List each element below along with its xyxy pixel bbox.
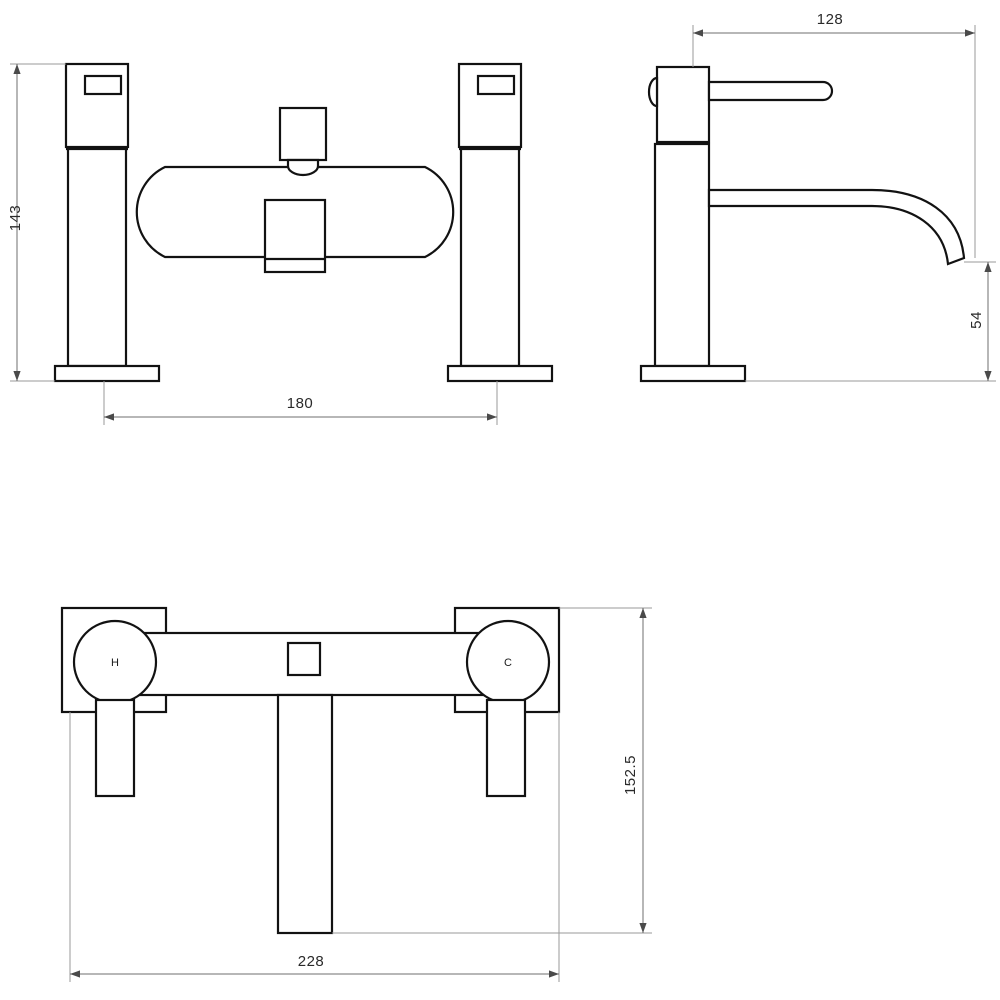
- front-left-handle-slot: [83, 74, 123, 96]
- dimension-depth-152-5: 152.5: [332, 607, 652, 934]
- dim-180-label: 180: [287, 395, 314, 412]
- dim-228-arrow-right: [549, 970, 559, 978]
- dim-143-arrow-top: [13, 64, 21, 74]
- dimension-spread-180: 180: [103, 381, 498, 425]
- dim-180-arrow-left: [104, 413, 114, 421]
- side-spout-curve: [707, 188, 966, 266]
- front-elevation-view: 143 180: [7, 62, 554, 425]
- dim-228-label: 228: [298, 953, 325, 970]
- dim-143-label: 143: [7, 205, 24, 232]
- front-spout-outlet: [263, 198, 327, 274]
- dim-180-arrow-right: [487, 413, 497, 421]
- plan-diverter-square: [286, 641, 322, 677]
- dim-128-arrow-right: [965, 29, 975, 37]
- plan-spout-body: [276, 693, 334, 935]
- dim-1525-label: 152.5: [622, 755, 639, 795]
- plan-view: H C 152.5: [60, 606, 652, 982]
- front-left-column: [66, 147, 128, 368]
- dim-54-arrow-top: [984, 262, 992, 272]
- front-right-column: [459, 147, 521, 368]
- front-diverter-knob: [278, 106, 328, 162]
- dimension-reach-128: 128: [692, 11, 976, 258]
- side-base-plate: [639, 364, 747, 383]
- side-body-column: [653, 142, 711, 368]
- dimension-spout-height-54: 54: [745, 261, 996, 382]
- plan-cold-handle-label: C: [504, 657, 512, 669]
- side-elevation-view: 128 54: [639, 11, 996, 383]
- dim-1525-arrow-bottom: [639, 923, 647, 933]
- side-cartridge-head: [655, 65, 711, 144]
- plan-hot-lever-arm: [94, 698, 136, 798]
- front-right-handle-slot: [476, 74, 516, 96]
- dim-54-arrow-bottom: [984, 371, 992, 381]
- dim-128-label: 128: [817, 11, 844, 28]
- dim-128-arrow-left: [693, 29, 703, 37]
- dim-228-arrow-left: [70, 970, 80, 978]
- plan-hot-handle-label: H: [111, 657, 119, 669]
- front-left-base-plate: [53, 364, 161, 383]
- side-cartridge-pivot: [647, 76, 659, 108]
- dim-1525-arrow-top: [639, 608, 647, 618]
- dimension-width-228: 228: [69, 712, 560, 982]
- side-lever-handle: [707, 80, 834, 102]
- front-right-base-plate: [446, 364, 554, 383]
- plan-cold-lever-arm: [485, 698, 527, 798]
- dimension-height-143: 143: [7, 63, 66, 382]
- dim-143-arrow-bottom: [13, 371, 21, 381]
- dim-54-label: 54: [968, 311, 985, 329]
- front-diverter-neck: [286, 158, 320, 177]
